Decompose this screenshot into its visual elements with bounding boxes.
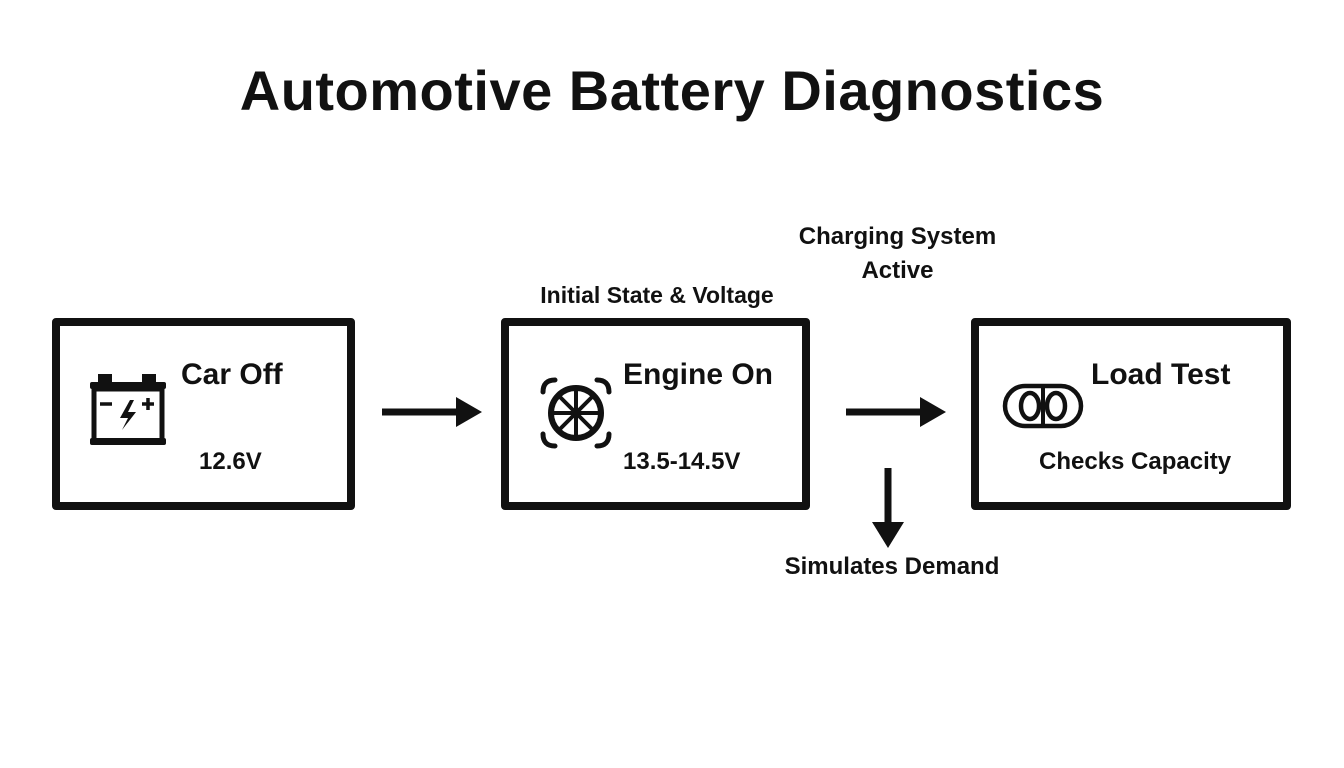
- engine-wheel-icon: [540, 377, 612, 449]
- charging-system-line1: Charging System: [798, 223, 997, 250]
- simulates-demand-caption: Simulates Demand: [784, 553, 1000, 580]
- battery-icon: [90, 374, 166, 445]
- step-box-load-test: Load Test Checks Capacity: [971, 318, 1291, 510]
- step-title-car-off: Car Off: [181, 358, 283, 391]
- initial-state-caption: Initial State & Voltage: [540, 282, 774, 308]
- flow-arrow-1: [382, 397, 482, 427]
- diagram-title: Automotive Battery Diagnostics: [239, 59, 1105, 122]
- charging-system-caption: Charging System Active: [770, 220, 1025, 288]
- step-title-engine-on: Engine On: [623, 358, 773, 391]
- load-tester-icon: [1002, 383, 1084, 429]
- step-value-load-test: Checks Capacity: [1039, 448, 1232, 475]
- step-box-car-off: Car Off 12.6V: [52, 318, 355, 510]
- demand-down-arrow: [872, 468, 904, 548]
- flow-arrow-2: [846, 397, 946, 427]
- step-value-car-off: 12.6V: [199, 448, 262, 475]
- step-title-load-test: Load Test: [1091, 358, 1231, 391]
- charging-system-line2: Active: [861, 257, 934, 284]
- step-box-engine-on: Engine On 13.5-14.5V: [501, 318, 810, 510]
- step-value-engine-on: 13.5-14.5V: [623, 448, 741, 475]
